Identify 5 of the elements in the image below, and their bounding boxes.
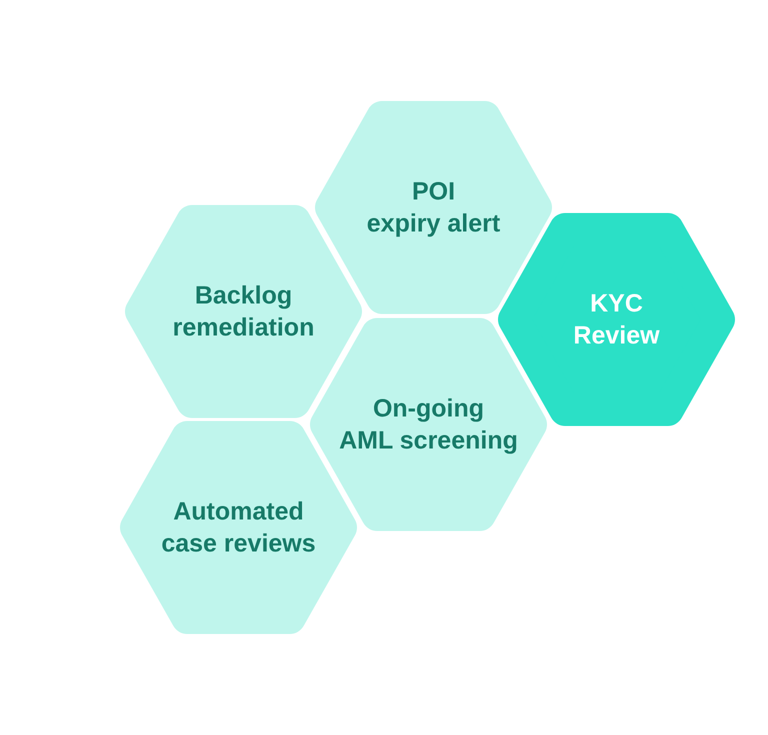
tile-label: On-going AML screening: [338, 393, 519, 456]
tile-label: POI expiry alert: [366, 176, 502, 240]
tile-label: Automated case reviews: [160, 496, 317, 560]
tile-label: KYC Review: [572, 288, 661, 352]
tile-label: Backlog remediation: [172, 280, 316, 344]
